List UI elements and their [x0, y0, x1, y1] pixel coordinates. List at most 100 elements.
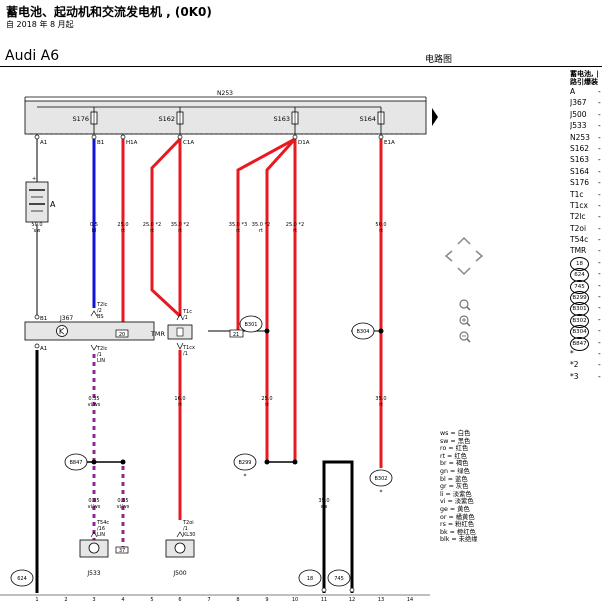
legend-dash: - [598, 326, 601, 336]
wire-spec-color: rt [178, 402, 182, 408]
terminal-label-e1a: E1A [384, 140, 395, 146]
t1c-num: /1 [183, 315, 188, 321]
legend-code: S176 [570, 178, 590, 188]
column-number-8: 8 [236, 597, 239, 602]
pan-left-icon[interactable] [444, 250, 453, 262]
legend-code: J500 [570, 109, 587, 119]
wire-spec-color: rt [259, 228, 263, 234]
box-21-label: 21 [233, 332, 239, 338]
wire-spec-size: 35.0 *2 [171, 222, 189, 228]
battery-label: A [50, 200, 56, 209]
ground-b301-label: B301 [245, 322, 258, 328]
wire-spec-size: 0.5 [90, 222, 98, 228]
ground-b847-label: B847 [70, 460, 83, 466]
legend-row: T54c- [570, 234, 602, 245]
page-title: 蓄电池、起动机和交流发电机 , (0K0) [6, 5, 212, 19]
legend-row: B304- [570, 325, 602, 340]
t2lc-bs-name: BS [97, 314, 104, 320]
legend-code: * [570, 348, 574, 358]
j533-transistor-icon [88, 542, 100, 554]
box-20-label: 20 [119, 332, 125, 338]
terminal-a1 [34, 134, 40, 140]
page-subtitle: 自 2018 年 8 月起 [6, 20, 74, 29]
legend-dash: - [598, 189, 601, 199]
wire-spec-color: rt [236, 228, 240, 234]
j367-b1-pin [34, 314, 40, 320]
wire-8-red [236, 137, 296, 331]
fuse-label-s164: S164 [359, 115, 376, 123]
wire-spec-size: 35.0 [375, 396, 386, 402]
connection-745-label: 745 [334, 576, 344, 582]
wire-9-red [265, 137, 297, 462]
tmr-glyph [176, 327, 184, 337]
legend-row: 624- [570, 268, 602, 283]
legend-row: A- [570, 86, 602, 97]
zoom-out-icon[interactable] [459, 331, 471, 343]
column-number-6: 6 [178, 597, 181, 602]
terminal-label-h1a: H1A [126, 140, 138, 146]
wire-spec-size: 50.0 [31, 222, 42, 228]
wire-spec-color: rt [178, 228, 182, 234]
color-legend-item: rt = 红色 [440, 452, 467, 460]
pan-down-icon[interactable] [457, 267, 471, 276]
legend-dash: - [598, 371, 601, 381]
legend-row: T1cx- [570, 200, 602, 211]
wire-spec-color: vi/ws [117, 504, 130, 510]
legend-row: S176- [570, 177, 602, 188]
t2oi-pin [176, 531, 184, 538]
terminal-label-c1a: C1A [183, 140, 194, 146]
header-divider [0, 66, 602, 67]
terminal-label-d1a: D1A [298, 140, 310, 146]
t2oi-num: /1 [183, 526, 188, 532]
connection-18 [298, 569, 322, 587]
component-legend-panel: 蓄电池, | 路引爆装 A-J367-J500-J533-N253-S162-S… [570, 70, 602, 382]
ground-b299 [233, 453, 257, 471]
wire-11-12-black [322, 460, 354, 593]
legend-dash: - [598, 257, 601, 267]
pan-up-icon[interactable] [457, 236, 471, 245]
legend-row: N253- [570, 132, 602, 143]
color-legend-item: gr = 灰色 [440, 483, 469, 491]
wire-spec-color: rt [379, 402, 383, 408]
legend-dash: - [598, 292, 601, 302]
wire-spec-color: rt [379, 228, 383, 234]
t1cx-num: /1 [183, 351, 188, 357]
legend-row: S164- [570, 166, 602, 177]
wire-spec-color: rt [150, 228, 154, 234]
ground-624 [10, 569, 34, 587]
junction-b301 [264, 328, 270, 334]
t54c-pin [90, 531, 98, 538]
pan-right-icon[interactable] [475, 250, 484, 262]
wire-spec-size: 50.0 [375, 222, 386, 228]
legend-dash: - [598, 269, 601, 279]
legend-dash: - [598, 143, 601, 153]
legend-row: TMR- [570, 245, 602, 256]
page-continue-arrow [432, 108, 438, 126]
color-legend-item: bl = 蓝色 [440, 475, 468, 483]
column-number-10: 10 [292, 597, 298, 602]
legend-code: T1c [570, 189, 584, 199]
box-20 [115, 329, 129, 338]
wire-spec-size: 35.0 *3 [229, 222, 247, 228]
wire-spec-size: 25.0 [261, 396, 272, 402]
legend-dash: - [598, 200, 601, 210]
color-legend-item: ge = 黄色 [440, 505, 470, 513]
module-j367 [24, 321, 155, 341]
column-number-14: 14 [407, 597, 413, 602]
wire-spec-color: bl [92, 228, 97, 234]
t2lc-lin-label: T2lc [96, 346, 108, 352]
legend-dash: - [598, 360, 601, 370]
legend-dash: - [598, 314, 601, 324]
legend-code: N253 [570, 132, 590, 142]
j500-label: J500 [172, 570, 186, 577]
legend-row: T2lc- [570, 211, 602, 222]
color-legend-item: or = 橘黄色 [440, 513, 475, 521]
zoom-fit-icon[interactable] [459, 299, 471, 311]
j367-a1-label: A1 [40, 346, 47, 352]
j367-a1-pin [34, 343, 40, 349]
color-legend-item: vi = 淡紫色 [440, 498, 474, 506]
zoom-in-icon[interactable] [459, 315, 471, 327]
terminal-h1a [120, 134, 126, 140]
legend-row: S163- [570, 154, 602, 165]
color-legend-item: ro = 红色 [440, 445, 469, 453]
